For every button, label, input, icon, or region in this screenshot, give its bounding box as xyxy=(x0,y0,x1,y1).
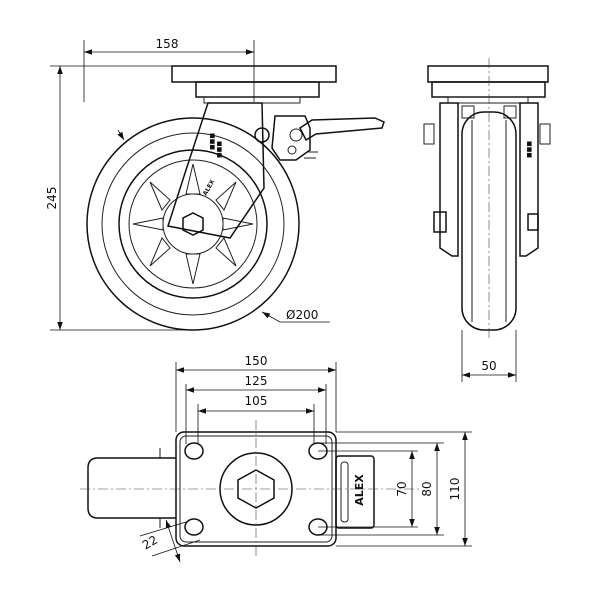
dim-plate-length: 150 xyxy=(245,354,268,368)
brake-pedal xyxy=(299,117,385,142)
dim-bolt-hole: 22 xyxy=(140,533,160,553)
swivel-bearing xyxy=(195,81,320,98)
dim-plate-depth: 110 xyxy=(448,478,462,501)
svg-text:■■■: ■■■ xyxy=(216,141,223,158)
side-view: ■■■ ■■■ ALEX 158 245 Ø200 xyxy=(45,37,385,331)
dim-total-height: 245 xyxy=(45,187,59,210)
brand-label: ALEX xyxy=(353,474,366,506)
top-wheel xyxy=(87,457,176,519)
top-view: ALEX 150 125 105 70 80 110 xyxy=(80,354,472,563)
front-top-plate xyxy=(427,65,549,83)
dim-wheel-width: 50 xyxy=(481,359,496,373)
dim-bolt-spacing-long-inner: 105 xyxy=(245,394,268,408)
svg-text:■■■: ■■■ xyxy=(209,133,216,150)
front-view: ■■■ 50 xyxy=(423,58,551,382)
king-pin-nut xyxy=(237,469,275,509)
dim-wheel-diameter: Ø200 xyxy=(286,308,318,322)
wheel-tyre-inner xyxy=(101,132,285,316)
brake-pedal-top xyxy=(335,455,375,529)
fork-marking: ALEX xyxy=(202,178,217,197)
axle-nut xyxy=(182,212,204,236)
dim-bolt-spacing-short-inner: 70 xyxy=(395,481,409,496)
dim-bolt-spacing-short-outer: 80 xyxy=(420,481,434,496)
fork-leg xyxy=(167,102,265,239)
dim-bolt-spacing-long-outer: 125 xyxy=(245,374,268,388)
wheel-spokes xyxy=(132,163,254,285)
brake-assembly xyxy=(254,115,385,161)
wheel-rim xyxy=(118,149,268,299)
svg-text:■■■: ■■■ xyxy=(526,141,533,158)
dim-plate-width: 158 xyxy=(156,37,179,51)
